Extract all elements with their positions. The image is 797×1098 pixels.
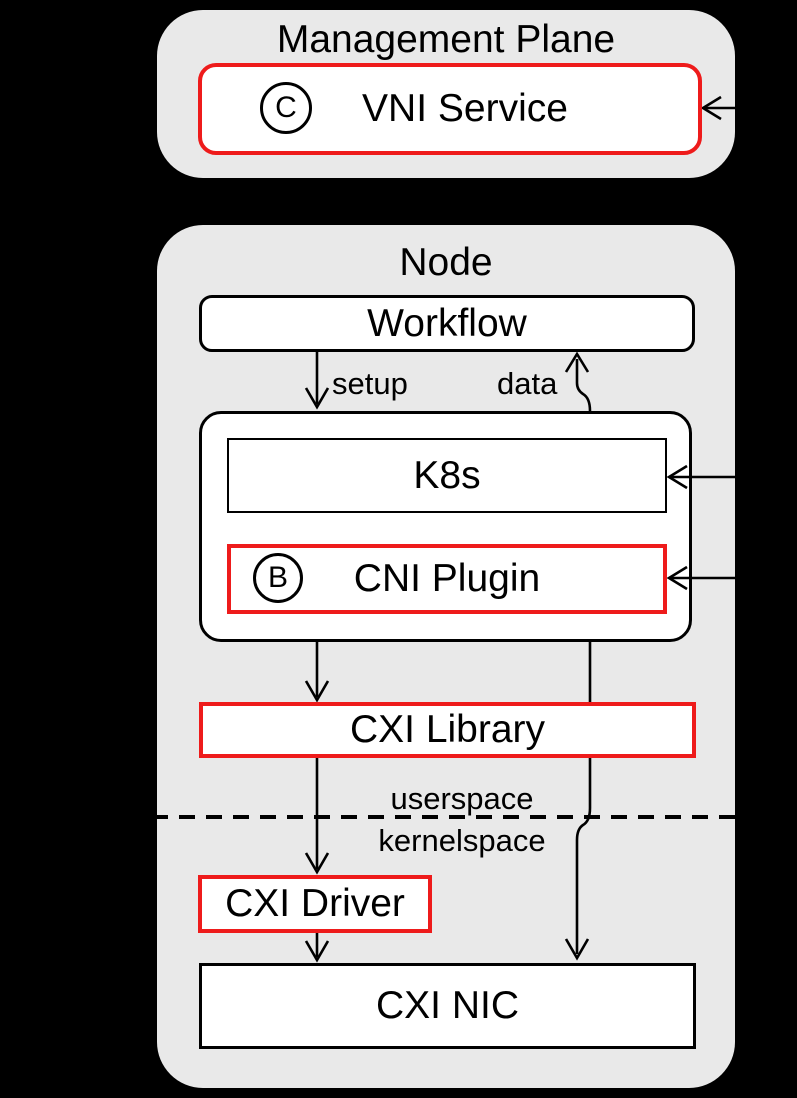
arrow-container-to-nic: [575, 642, 592, 954]
k8s-label: K8s: [413, 453, 481, 497]
cxi-driver-box: CXI Driver: [198, 875, 432, 933]
arrowhead-library: [304, 680, 330, 703]
vni-service-badge: C: [260, 82, 312, 134]
management-plane-title: Management Plane: [276, 18, 616, 61]
node-panel: [157, 225, 735, 1088]
arrowhead-setup: [304, 387, 330, 410]
arrowhead-driver: [304, 852, 330, 875]
cni-plugin-badge-letter: B: [267, 561, 288, 594]
cxi-driver-label: CXI Driver: [225, 882, 405, 925]
cxi-nic-box: CXI NIC: [199, 963, 696, 1049]
data-edge-label: data: [497, 366, 558, 401]
kernelspace-label: kernelspace: [378, 823, 546, 858]
workflow-box: Workflow: [199, 295, 695, 352]
arrowhead-k8s: [666, 464, 688, 490]
workflow-label: Workflow: [367, 301, 527, 345]
userspace-label: userspace: [390, 781, 534, 816]
k8s-box: K8s: [227, 438, 667, 513]
node-title: Node: [399, 241, 493, 284]
cxi-nic-label: CXI NIC: [375, 984, 519, 1027]
arrowhead-nic-setup: [304, 940, 330, 963]
arrowhead-cni: [666, 565, 688, 591]
cxi-library-box: CXI Library: [199, 702, 696, 758]
cni-plugin-label: CNI Plugin: [353, 557, 541, 600]
arrowhead-vni-service: [700, 95, 722, 121]
vni-service-badge-letter: C: [275, 91, 297, 124]
cni-plugin-badge: B: [253, 553, 303, 603]
vni-service-label: VNI Service: [362, 87, 568, 130]
arrow-data: [575, 359, 592, 412]
setup-edge-label: setup: [332, 366, 408, 401]
arrowhead-nic-data: [564, 938, 590, 961]
cxi-library-label: CXI Library: [349, 708, 546, 751]
arrowhead-data: [564, 351, 590, 373]
